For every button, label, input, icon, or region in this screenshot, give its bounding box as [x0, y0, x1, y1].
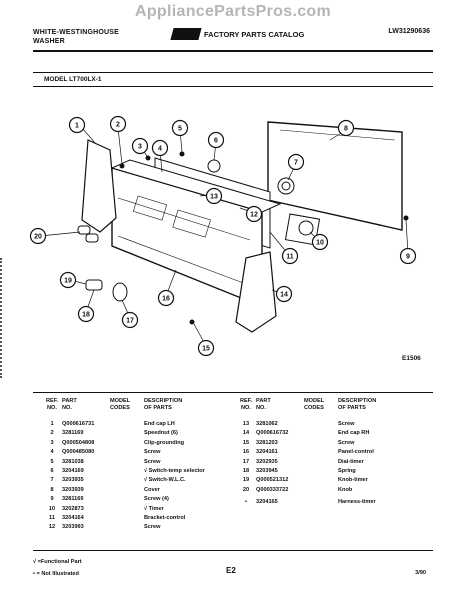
brand-header: WHITE-WESTINGHOUSE WASHER — [33, 28, 119, 46]
timer-part — [284, 213, 321, 246]
callout-19: 19 — [59, 271, 77, 289]
model-rule-top — [33, 72, 433, 73]
svg-text:19: 19 — [64, 278, 72, 285]
svg-text:20: 20 — [34, 234, 42, 241]
table-rule-top — [33, 392, 433, 393]
cover-plate-part — [267, 121, 403, 231]
model-rule-bottom — [33, 86, 433, 87]
callout-5: 5 — [171, 119, 189, 137]
callout-3: 3 — [131, 137, 149, 155]
callout-15: 15 — [197, 339, 215, 357]
svg-text:10: 10 — [316, 240, 324, 247]
callout-9: 9 — [399, 247, 417, 265]
svg-text:11: 11 — [286, 254, 294, 261]
svg-text:8: 8 — [344, 126, 348, 133]
svg-text:17: 17 — [126, 318, 134, 325]
svg-text:13: 13 — [210, 194, 218, 201]
callout-6: 6 — [207, 131, 225, 149]
footnote-not-illustrated: • = Not Illustrated — [33, 571, 79, 577]
callout-20: 20 — [29, 227, 47, 245]
svg-text:9: 9 — [406, 254, 410, 261]
footnote-functional: √ =Functional Part — [33, 559, 82, 565]
svg-text:14: 14 — [280, 292, 288, 299]
callout-1: 1 — [68, 116, 86, 134]
callout-14: 14 — [275, 285, 293, 303]
callout-13: 13 — [205, 187, 223, 205]
watermark: AppliancePartsPros.com — [135, 3, 331, 20]
svg-text:2: 2 — [116, 122, 120, 129]
timer-dial-part — [112, 282, 128, 302]
svg-text:15: 15 — [202, 346, 210, 353]
diagram-code: E1506 — [402, 355, 421, 362]
callout-11: 11 — [281, 247, 299, 265]
callout-12: 12 — [245, 205, 263, 223]
end-cap-lh-part — [81, 139, 117, 233]
footnotes: √ =Functional Part • = Not Illustrated — [33, 556, 82, 580]
catalog-title: FACTORY PARTS CATALOG — [204, 29, 305, 39]
svg-text:6: 6 — [214, 138, 218, 145]
svg-text:16: 16 — [162, 296, 170, 303]
brand-name: WHITE-WESTINGHOUSE — [33, 29, 120, 36]
catalog-header: FACTORY PARTS CATALOG — [170, 28, 305, 40]
temp-switch-part — [207, 159, 221, 173]
callout-4: 4 — [151, 139, 169, 157]
product-type: WASHER — [33, 38, 65, 45]
svg-text:5: 5 — [178, 126, 182, 133]
callout-8: 8 — [337, 119, 355, 137]
revision-date: 3/90 — [415, 570, 426, 576]
svg-text:12: 12 — [250, 212, 258, 219]
svg-text:3: 3 — [138, 144, 142, 151]
page-number: E2 — [226, 566, 236, 575]
svg-text:1: 1 — [75, 123, 79, 130]
callout-markers: 1 2 3 4 5 6 7 8 9 10 11 12 13 14 15 16 1… — [29, 115, 417, 357]
svg-text:18: 18 — [82, 312, 90, 319]
callout-16: 16 — [157, 289, 175, 307]
end-cap-rh-part — [235, 251, 277, 333]
table-rule-bottom — [33, 550, 433, 551]
callout-2: 2 — [109, 115, 127, 133]
doc-code: LW31290636 — [388, 28, 430, 35]
callout-18: 18 — [77, 305, 95, 323]
model-label: MODEL LT700LX-1 — [44, 76, 102, 83]
callout-7: 7 — [287, 153, 305, 171]
header-rule — [33, 50, 433, 52]
knob-part — [77, 225, 91, 235]
timer-knob-part — [85, 279, 103, 291]
callout-17: 17 — [121, 311, 139, 329]
svg-text:7: 7 — [294, 160, 298, 167]
scan-edge-marks — [0, 258, 4, 378]
callout-10: 10 — [311, 233, 329, 251]
svg-text:4: 4 — [158, 146, 162, 153]
wlc-switch-part — [277, 177, 295, 195]
